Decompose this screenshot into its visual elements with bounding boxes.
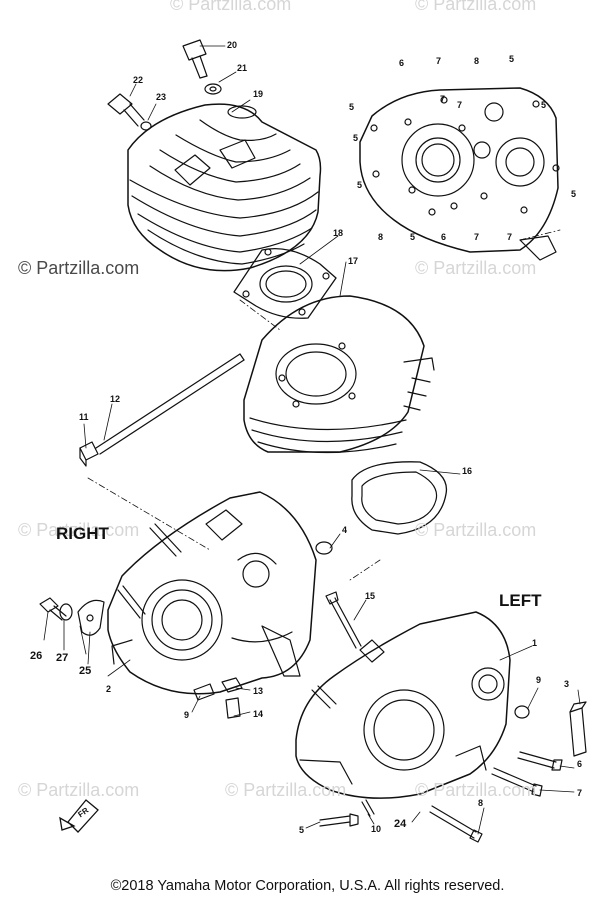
callout-label: 7 <box>457 100 463 110</box>
leader-lines <box>43 45 581 835</box>
base-gasket <box>351 461 448 535</box>
head-gasket <box>233 247 337 319</box>
callout-label: 5 <box>353 133 359 143</box>
callout-label: 3 <box>564 679 570 689</box>
watermark: © Partzilla.com <box>18 258 140 278</box>
callout-label: 2 <box>106 684 112 694</box>
washer-21 <box>204 83 222 95</box>
callout-label: 21 <box>237 63 248 73</box>
cylinder <box>243 295 435 454</box>
dowel-4 <box>315 541 333 555</box>
callout-label: 9 <box>184 710 190 720</box>
callout-label: 8 <box>378 232 384 242</box>
watermark: © Partzilla.com <box>225 780 347 800</box>
callout-label: 8 <box>478 798 484 808</box>
callout-label: 5 <box>410 232 416 242</box>
callout-label: 17 <box>348 256 359 266</box>
callout-label: 5 <box>357 180 363 190</box>
callout-label: 16 <box>462 466 473 476</box>
crankcase-left-half <box>295 611 511 799</box>
callout-label: 12 <box>110 394 121 404</box>
callout-label: 1 <box>532 638 538 648</box>
callout-label: 9 <box>536 675 542 685</box>
crankcase-right-half <box>107 491 317 695</box>
callout-label: 5 <box>349 102 355 112</box>
callout-label: 25 <box>79 665 92 677</box>
callout-label: 6 <box>441 232 447 242</box>
bolt-5 <box>319 813 359 827</box>
bolt-26 <box>39 597 67 621</box>
callout-label: 27 <box>56 652 69 664</box>
bolt-7 <box>491 767 543 797</box>
watermark: © Partzilla.com <box>170 0 292 14</box>
copyright-notice: ©2018 Yamaha Motor Corporation, U.S.A. A… <box>110 878 505 894</box>
callout-label: 7 <box>436 56 442 66</box>
watermark: © Partzilla.com <box>415 0 537 14</box>
callout-label: 10 <box>371 824 382 834</box>
callout-label: 19 <box>253 89 264 99</box>
callout-label: 6 <box>577 759 583 769</box>
callout-label: 7 <box>440 94 446 104</box>
callout-label: 7 <box>474 232 480 242</box>
watermark: © Partzilla.com <box>415 520 537 540</box>
drain-bolt-13 <box>221 677 243 693</box>
crankcase-left-cover <box>359 87 560 261</box>
watermark: © Partzilla.com <box>18 520 140 540</box>
bracket-25 <box>77 599 105 636</box>
dowel-9-left <box>514 705 530 719</box>
callout-label: 20 <box>227 40 238 50</box>
stud-15 <box>325 591 362 649</box>
callout-label: 13 <box>253 686 264 696</box>
dowel-9-right <box>193 683 215 701</box>
watermark: © Partzilla.com <box>415 258 537 278</box>
bolt-6 <box>517 751 563 771</box>
callout-label: 5 <box>541 100 547 110</box>
callout-label: 23 <box>156 92 167 102</box>
callout-label: 5 <box>509 54 515 64</box>
callout-label: 11 <box>79 412 89 422</box>
washer-23 <box>140 121 152 131</box>
callout-label: 5 <box>571 189 577 199</box>
watermark: © Partzilla.com <box>18 780 140 800</box>
callout-label: 24 <box>394 818 407 830</box>
callout-label: 7 <box>577 788 583 798</box>
callout-label: 14 <box>253 709 264 719</box>
callout-label: 8 <box>474 56 480 66</box>
callout-label: 18 <box>333 228 344 238</box>
callout-label: 5 <box>299 825 305 835</box>
drain-plug-14 <box>225 697 241 719</box>
cylinder-head <box>127 103 322 272</box>
cap-nut <box>79 441 99 467</box>
head-bolt-22 <box>107 93 145 127</box>
callout-label: 7 <box>507 232 513 242</box>
pin-10 <box>361 799 375 817</box>
washer-27 <box>59 603 73 621</box>
bolt-8 <box>429 805 483 843</box>
left-side-label: LEFT <box>499 591 542 610</box>
callout-label: 22 <box>133 75 144 85</box>
washer-21-hole <box>209 86 217 92</box>
plug-3 <box>569 701 587 757</box>
callout-label: 15 <box>365 591 376 601</box>
watermark: © Partzilla.com <box>415 780 537 800</box>
callout-label: 4 <box>342 525 348 535</box>
front-arrow-icon <box>59 799 99 833</box>
callout-label: 26 <box>30 650 43 662</box>
callout-label: 6 <box>399 58 405 68</box>
head-bolt-20 <box>182 39 208 79</box>
right-side-label: RIGHT <box>56 524 109 543</box>
cylinder-stud <box>95 353 245 455</box>
